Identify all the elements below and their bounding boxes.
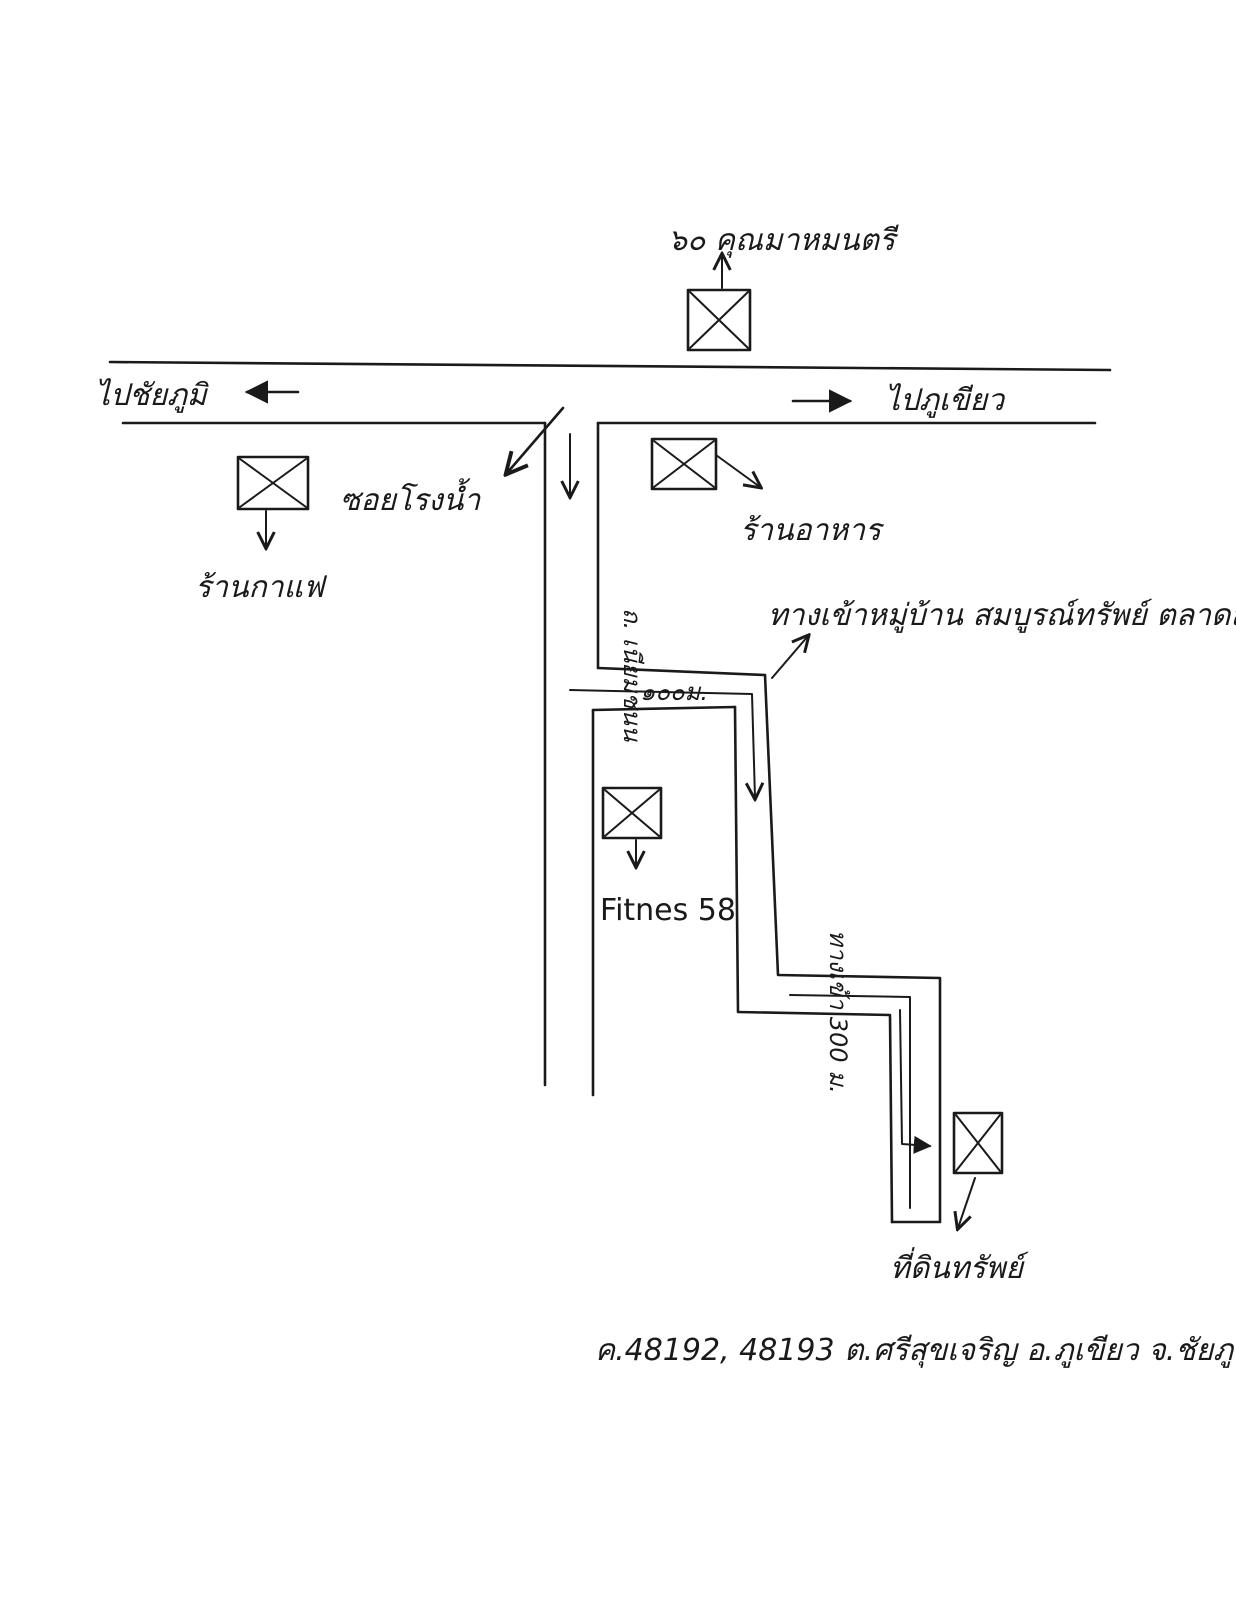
- right-direction-label: ไปภูเขียว: [885, 383, 1006, 418]
- address-label: ค.48192, 48193 ต.ศรีสุขเจริญ อ.ภูเขียว จ…: [595, 1333, 1236, 1368]
- distance-300-label: ทางเข้า 300 ม.: [824, 930, 852, 1094]
- top-landmark-label: ๖๐ คุณมาหมนตรี: [668, 223, 899, 258]
- fitness-box: [601, 786, 663, 866]
- left-alley-label: ซอยโรงน้ำ: [340, 478, 481, 518]
- destination-box: [952, 1111, 1004, 1228]
- coffee-shop-box: [236, 455, 310, 547]
- main-road: [108, 360, 1112, 425]
- fitness-label: Fitnes 58: [600, 893, 736, 928]
- left-direction-label: ไปชัยภูมิ: [95, 378, 210, 413]
- top-landmark-box: [686, 255, 752, 352]
- side-road-label: ถ. เนียมชนน: [618, 608, 646, 742]
- coffee-shop-label: ร้านกาแฟ: [195, 570, 328, 605]
- side-road: [543, 421, 767, 1097]
- distance-100-label: ๑๐๐ม.: [640, 678, 708, 706]
- right-shop-box: [650, 437, 760, 491]
- destination-label: ที่ดินทรัพย์: [890, 1247, 1029, 1286]
- turn-arrow: [507, 406, 565, 473]
- village-sign-label: ทางเข้าหมู่บ้าน สมบูรณ์ทรัพย์ ตลาดสด: [768, 598, 1236, 633]
- branch-road: [569, 673, 942, 1224]
- village-sign-arrow: [771, 636, 808, 679]
- right-shop-label: ร้านอาหาร: [740, 513, 885, 548]
